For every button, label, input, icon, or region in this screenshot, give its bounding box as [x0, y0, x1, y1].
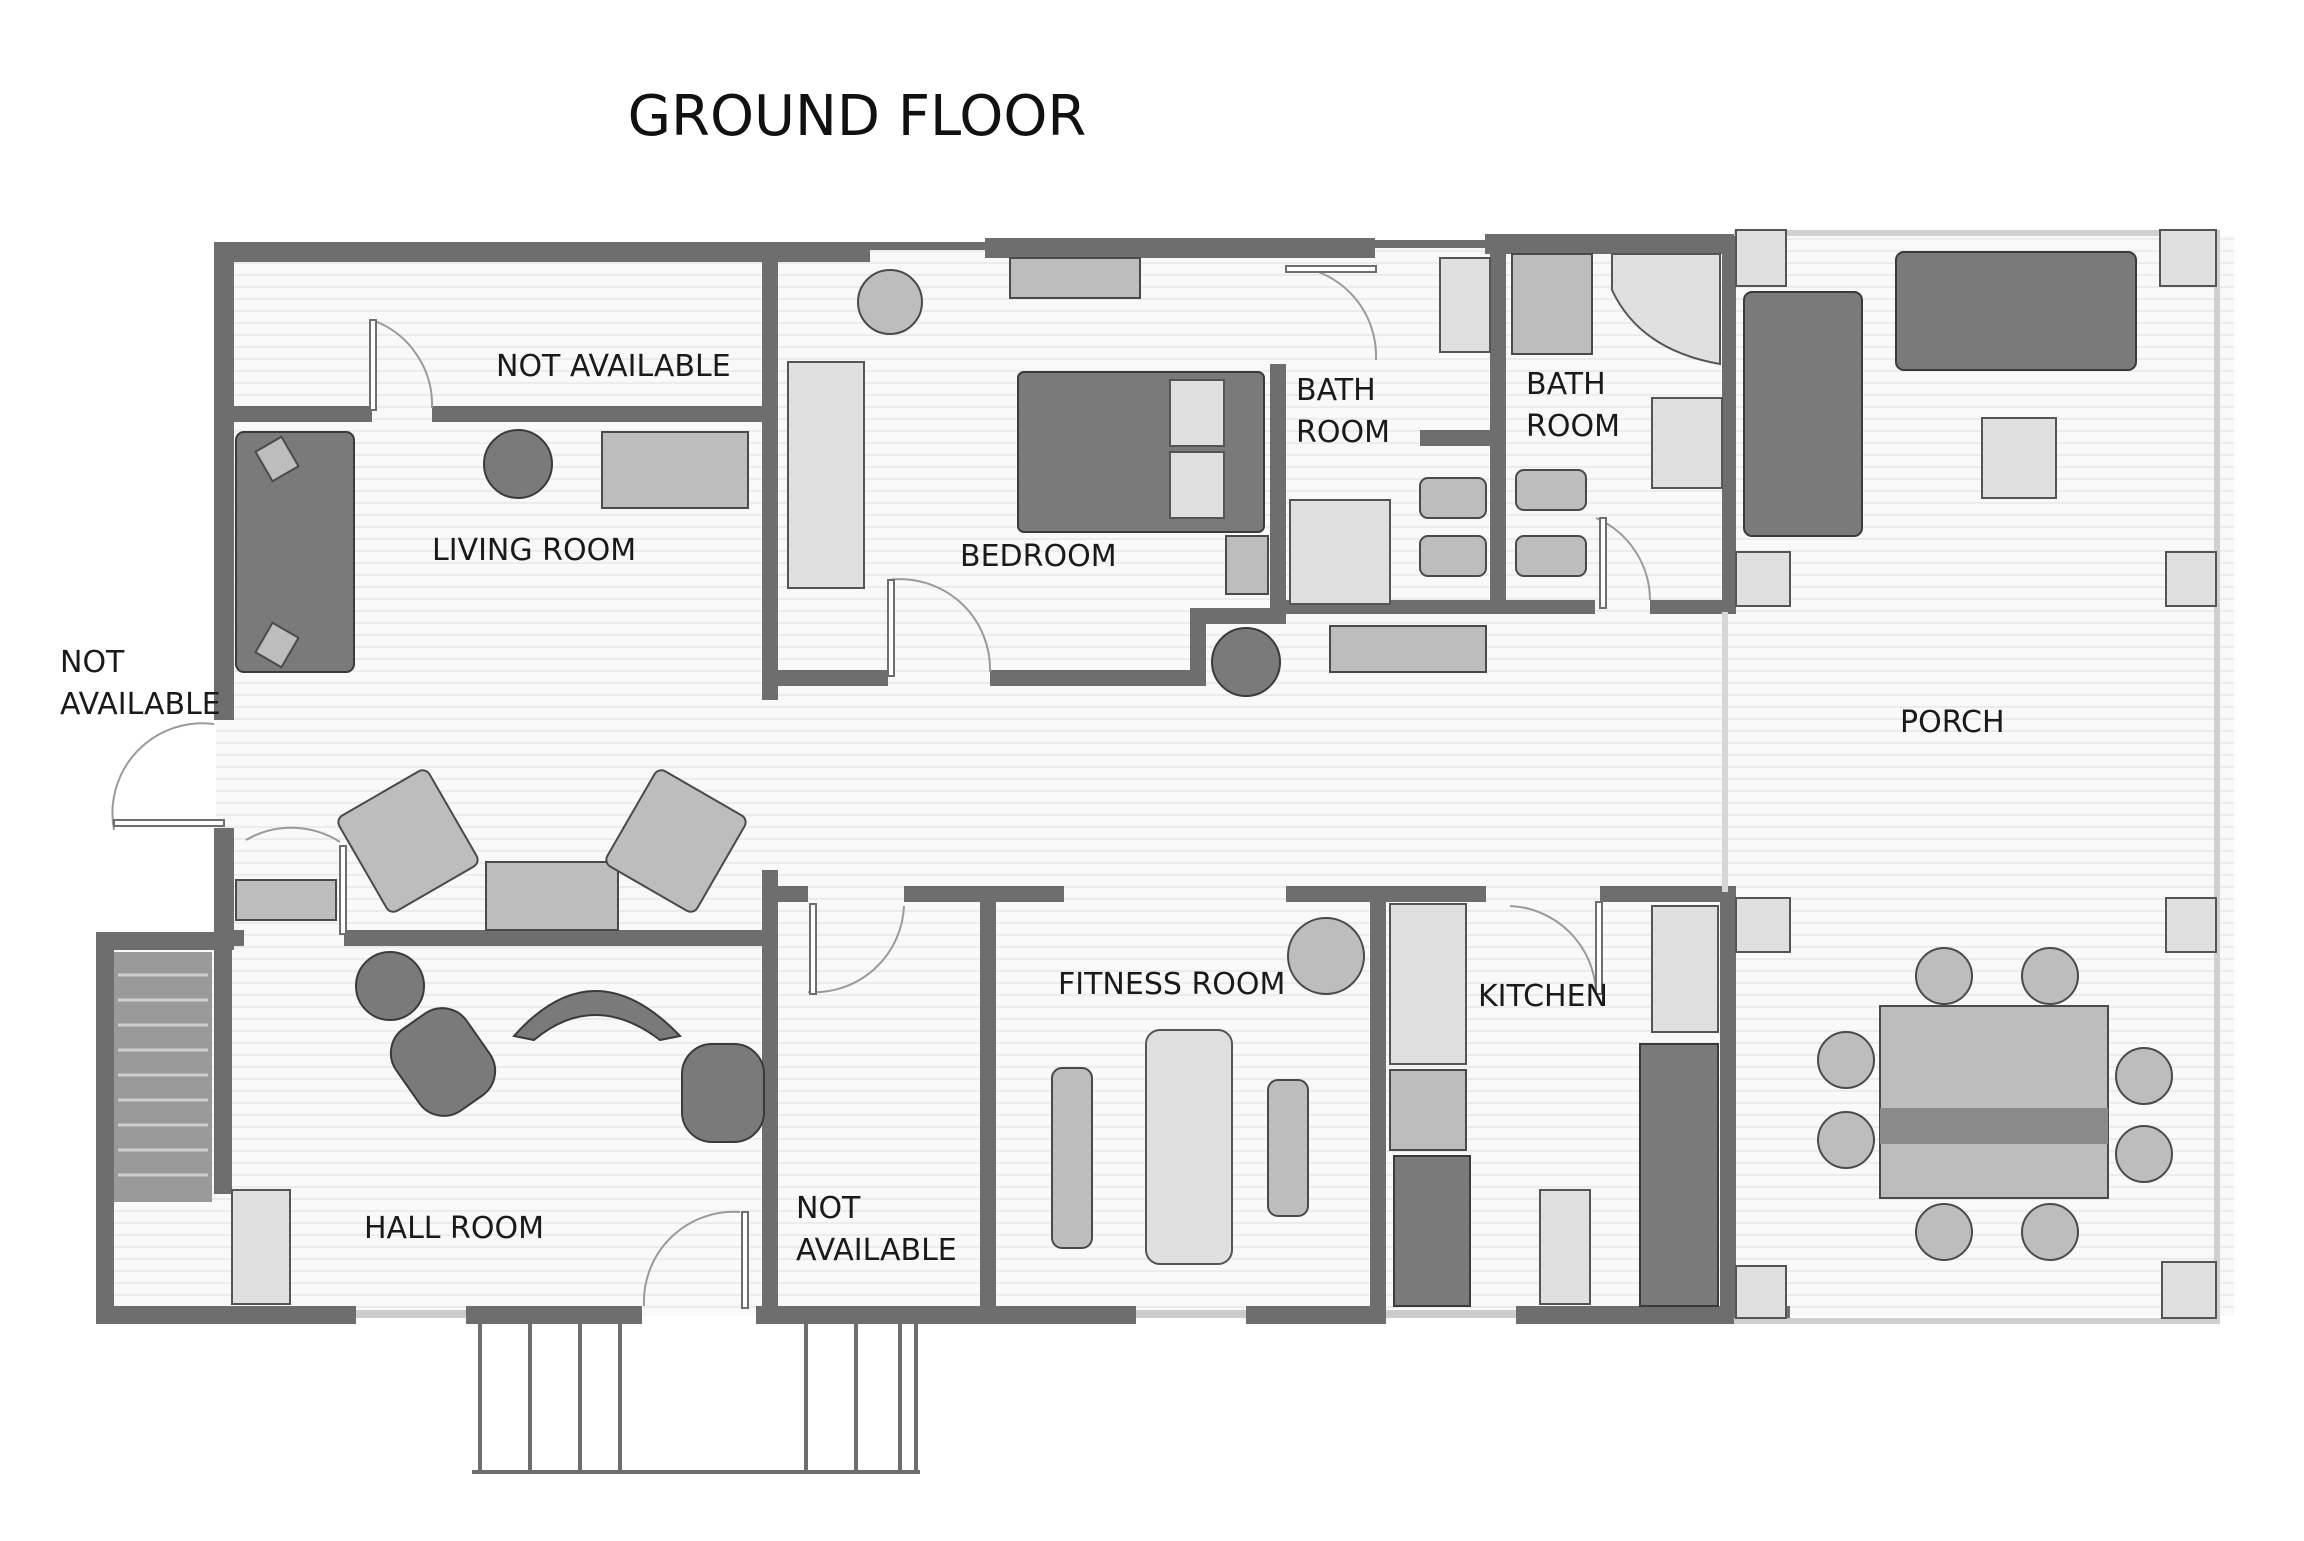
- staircase: [114, 952, 212, 1202]
- floor-area: [100, 236, 2234, 1316]
- living-room-furniture: [235, 429, 749, 931]
- kitchen-furniture: [1389, 903, 1719, 1307]
- room-label-not-available-bottom-line1: NOT: [796, 1191, 861, 1226]
- room-label-fitness-room: FITNESS ROOM: [1058, 967, 1285, 1002]
- porch-posts: [1735, 229, 2217, 1319]
- bedroom-furniture: [787, 257, 1487, 697]
- room-labels: NOT AVAILABLE LIVING ROOM BEDROOM BATH R…: [60, 349, 2005, 1268]
- hall-room-furniture: [231, 951, 765, 1305]
- room-label-not-available-top: NOT AVAILABLE: [496, 349, 731, 384]
- room-label-not-available-bottom-line2: AVAILABLE: [796, 1233, 957, 1268]
- room-label-bath-room-2-line1: BATH: [1526, 367, 1606, 402]
- front-steps: [472, 1324, 920, 1474]
- bathroom-fixtures: [1289, 253, 1723, 605]
- room-label-bath-room-2-line2: ROOM: [1526, 409, 1620, 444]
- fitness-room-furniture: [1051, 917, 1365, 1265]
- room-label-not-available-left-line1: NOT: [60, 645, 125, 680]
- room-label-not-available-left-line2: AVAILABLE: [60, 687, 221, 722]
- page-title: GROUND FLOOR: [628, 84, 1087, 149]
- room-label-kitchen: KITCHEN: [1478, 979, 1608, 1014]
- porch-furniture: [1743, 251, 2173, 1261]
- room-label-bath-room-1-line1: BATH: [1296, 373, 1376, 408]
- room-label-hall-room: HALL ROOM: [364, 1211, 544, 1246]
- doors: [111, 264, 1651, 1309]
- walls: [96, 230, 2220, 1324]
- room-label-bedroom: BEDROOM: [960, 539, 1117, 574]
- room-label-porch: PORCH: [1900, 705, 2005, 740]
- room-label-bath-room-1-line2: ROOM: [1296, 415, 1390, 450]
- room-label-living-room: LIVING ROOM: [432, 533, 636, 568]
